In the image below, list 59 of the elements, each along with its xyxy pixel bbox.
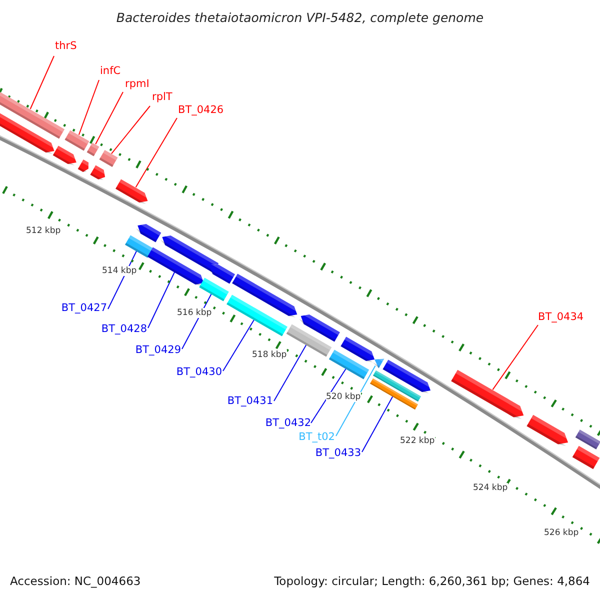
leader-line (30, 56, 54, 110)
scale-label: 516 kbp (177, 308, 212, 318)
gene-label: BT_0428 (101, 323, 147, 336)
gene-symbol (382, 359, 434, 395)
gene-bar (370, 378, 418, 410)
gene-symbol (340, 336, 378, 364)
leader-line (135, 118, 178, 188)
gene-bar (86, 142, 100, 156)
gene-bar (286, 324, 332, 356)
footer-text: Accession: NC_004663 (10, 574, 141, 588)
gene-label: BT_0432 (265, 417, 311, 430)
scale-label: 524 kbp (473, 483, 508, 493)
leader-line (492, 324, 538, 390)
gene-label: BT_0429 (135, 344, 181, 357)
gene-symbol (116, 178, 150, 206)
gene-symbol (52, 145, 80, 167)
leader-line (336, 365, 376, 436)
scale-label: 514 kbp (102, 266, 137, 276)
leader-line (95, 92, 124, 145)
gene-label: BT_0426 (178, 104, 224, 117)
gene-label: BT_0431 (227, 395, 273, 408)
gene-bar (226, 294, 288, 336)
gene-bar (575, 429, 600, 449)
gene-label: BT_0434 (538, 311, 584, 324)
gene-bar (199, 277, 229, 301)
gene-symbol (77, 158, 91, 174)
leader-line (310, 368, 346, 424)
gene-bar (372, 370, 422, 402)
leader-line (274, 344, 307, 402)
gene-label: BT_t02 (298, 431, 335, 444)
gene-label: infC (100, 65, 121, 78)
gene-bar (0, 90, 65, 138)
scale-label: 520 kbp (326, 392, 361, 402)
gene-label: BT_0433 (315, 447, 361, 460)
gene-bar (328, 349, 370, 379)
leader-line (78, 80, 100, 136)
gene-symbol (0, 110, 58, 156)
footer-text: Topology: circular; Length: 6,260,361 bp; Genes: 4,864 (274, 574, 590, 588)
leader-line (148, 272, 176, 328)
diagram-title: Bacteroides thetaiotaomicron VPI-5482, complete genome (115, 10, 485, 25)
scale-label: 512 kbp (26, 226, 61, 236)
leader-line (222, 319, 255, 372)
gene-label: rpmI (125, 78, 150, 91)
gene-symbol (90, 164, 108, 182)
gene-symbol (451, 369, 527, 421)
gene-symbol (232, 273, 300, 319)
gene-label: thrS (55, 40, 77, 53)
gene-bar (572, 445, 600, 469)
scale-label: 526 kbp (544, 528, 579, 538)
scale-label: 522 kbp (400, 436, 435, 446)
gene-bar (125, 234, 153, 258)
gene-bar (64, 130, 90, 150)
leader-line (362, 396, 394, 452)
leader-line (111, 106, 150, 154)
gene-label: BT_0427 (61, 302, 107, 315)
gene-label: BT_0430 (176, 366, 222, 379)
gene-label: rplT (152, 91, 172, 104)
gene-bar (98, 149, 118, 167)
scale-label: 518 kbp (252, 350, 287, 360)
